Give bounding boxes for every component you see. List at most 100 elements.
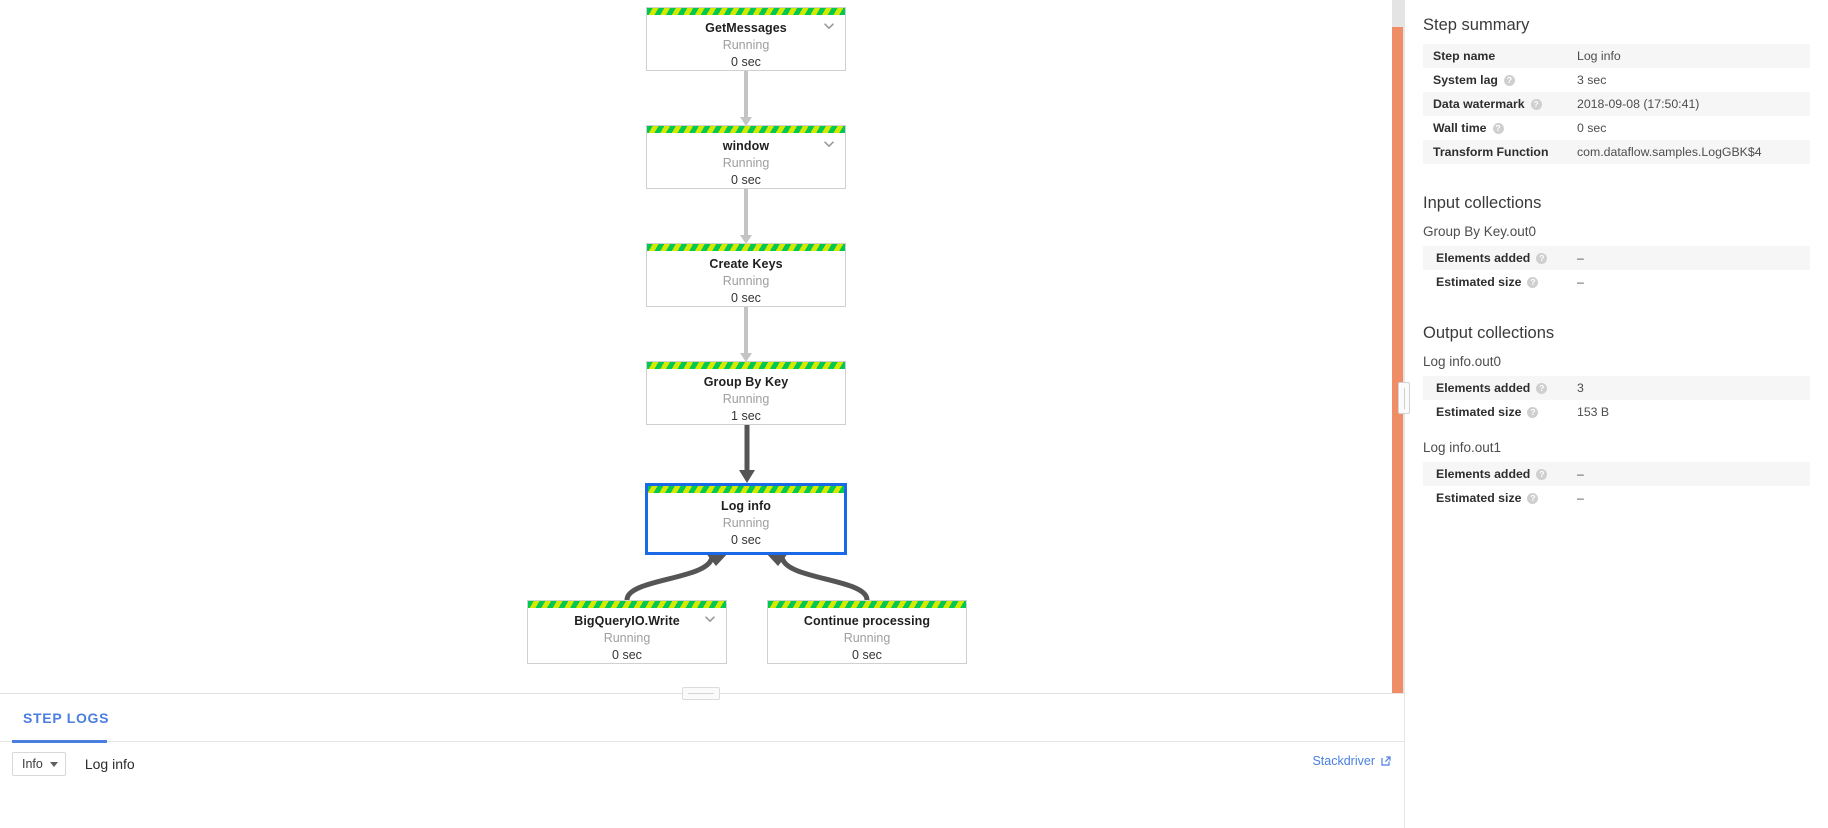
log-severity-select[interactable]: Info	[12, 752, 66, 776]
node-title: window	[722, 139, 770, 153]
row-label-text: Step name	[1433, 49, 1496, 63]
graph-pane-drag-handle[interactable]	[1398, 382, 1410, 414]
row-label-text: Estimated size	[1436, 405, 1522, 419]
row-value: 2018-09-08 (17:50:41)	[1577, 97, 1700, 111]
chevron-down-icon[interactable]	[822, 19, 836, 33]
help-icon[interactable]: ?	[1530, 99, 1542, 110]
chevron-down-icon[interactable]	[822, 137, 836, 151]
log-tabbar: STEP LOGS	[0, 694, 1404, 743]
table-row: Estimated size?–	[1423, 270, 1810, 294]
help-icon[interactable]: ?	[1536, 253, 1548, 264]
table-row: Data watermark?2018-09-08 (17:50:41)	[1423, 92, 1810, 116]
collection-name: Log info.out1	[1423, 440, 1502, 455]
help-icon[interactable]: ?	[1536, 383, 1548, 394]
node-status: Running	[722, 38, 770, 52]
log-toolbar: Info Log info Stackdriver	[0, 742, 1404, 786]
graph-edges	[624, 71, 870, 603]
node-status: Running	[843, 631, 891, 645]
node-title: Log info	[720, 499, 772, 513]
help-icon[interactable]: ?	[1527, 277, 1539, 288]
tab-step-logs-label: STEP LOGS	[23, 710, 110, 726]
collection-metrics-table: Elements added?–Estimated size?–	[1423, 246, 1810, 294]
step-summary-heading: Step summary	[1423, 16, 1530, 34]
graph-vertical-scrollbar-thumb[interactable]	[1392, 27, 1403, 693]
node-elapsed-time: 0 sec	[852, 648, 882, 662]
node-title: Group By Key	[703, 375, 789, 389]
help-icon[interactable]: ?	[1492, 123, 1504, 134]
table-row: Estimated size?–	[1423, 486, 1810, 510]
collection-metrics-table: Elements added?–Estimated size?–	[1423, 462, 1810, 510]
row-value: 3 sec	[1577, 73, 1607, 87]
help-icon[interactable]: ?	[1527, 407, 1539, 418]
node-status-stripe	[648, 486, 844, 493]
row-value: –	[1577, 251, 1584, 265]
node-elapsed-time: 0 sec	[731, 291, 761, 305]
node-status: Running	[603, 631, 651, 645]
node-elapsed-time: 0 sec	[612, 648, 642, 662]
row-label: Step name	[1423, 44, 1573, 68]
node-title: Continue processing	[803, 614, 931, 628]
stackdriver-link[interactable]: Stackdriver	[1312, 754, 1392, 768]
collection-name: Log info.out0	[1423, 354, 1502, 369]
node-title: BigQueryIO.Write	[574, 614, 680, 628]
row-label-text: Elements added	[1436, 381, 1531, 395]
row-value: 153 B	[1577, 405, 1610, 419]
row-label: Estimated size?	[1423, 400, 1573, 424]
node-status-stripe	[647, 362, 845, 369]
row-value: 0 sec	[1577, 121, 1607, 135]
node-status: Running	[722, 392, 770, 406]
output-collections-heading: Output collections	[1423, 324, 1555, 342]
log-step-name: Log info	[84, 756, 135, 772]
node-elapsed-time: 0 sec	[731, 533, 761, 547]
row-value: com.dataflow.samples.LogGBK$4	[1577, 145, 1762, 159]
external-link-icon	[1380, 755, 1392, 767]
help-icon[interactable]: ?	[1527, 493, 1539, 504]
stackdriver-link-label: Stackdriver	[1312, 754, 1375, 768]
chevron-down-icon	[49, 761, 58, 767]
step-logs-panel: STEP LOGS Info Log info Stackdriver	[0, 694, 1404, 828]
row-label: Elements added?	[1423, 246, 1573, 270]
row-label: Wall time?	[1423, 116, 1573, 140]
help-icon[interactable]: ?	[1503, 75, 1515, 86]
log-panel-resize-handle[interactable]	[682, 687, 720, 700]
row-label: Elements added?	[1423, 462, 1573, 486]
node-status-stripe	[768, 601, 966, 608]
row-label-text: Estimated size	[1436, 491, 1522, 505]
input-collections-heading: Input collections	[1423, 194, 1542, 212]
row-label-text: Wall time	[1433, 121, 1487, 135]
node-status-stripe	[647, 244, 845, 251]
row-label-text: Elements added	[1436, 251, 1531, 265]
node-status: Running	[722, 516, 770, 530]
chevron-down-icon[interactable]	[703, 612, 717, 626]
node-status-stripe	[647, 126, 845, 133]
table-row: Elements added?–	[1423, 246, 1810, 270]
row-value: –	[1577, 275, 1584, 289]
help-icon[interactable]: ?	[1536, 469, 1548, 480]
node-elapsed-time: 0 sec	[731, 173, 761, 187]
row-label-text: System lag	[1433, 73, 1498, 87]
node-title: GetMessages	[705, 21, 787, 35]
row-label-text: Elements added	[1436, 467, 1531, 481]
tab-step-logs[interactable]: STEP LOGS	[9, 694, 123, 743]
table-row: System lag? 3 sec	[1423, 68, 1810, 92]
table-row: Wall time? 0 sec	[1423, 116, 1810, 140]
